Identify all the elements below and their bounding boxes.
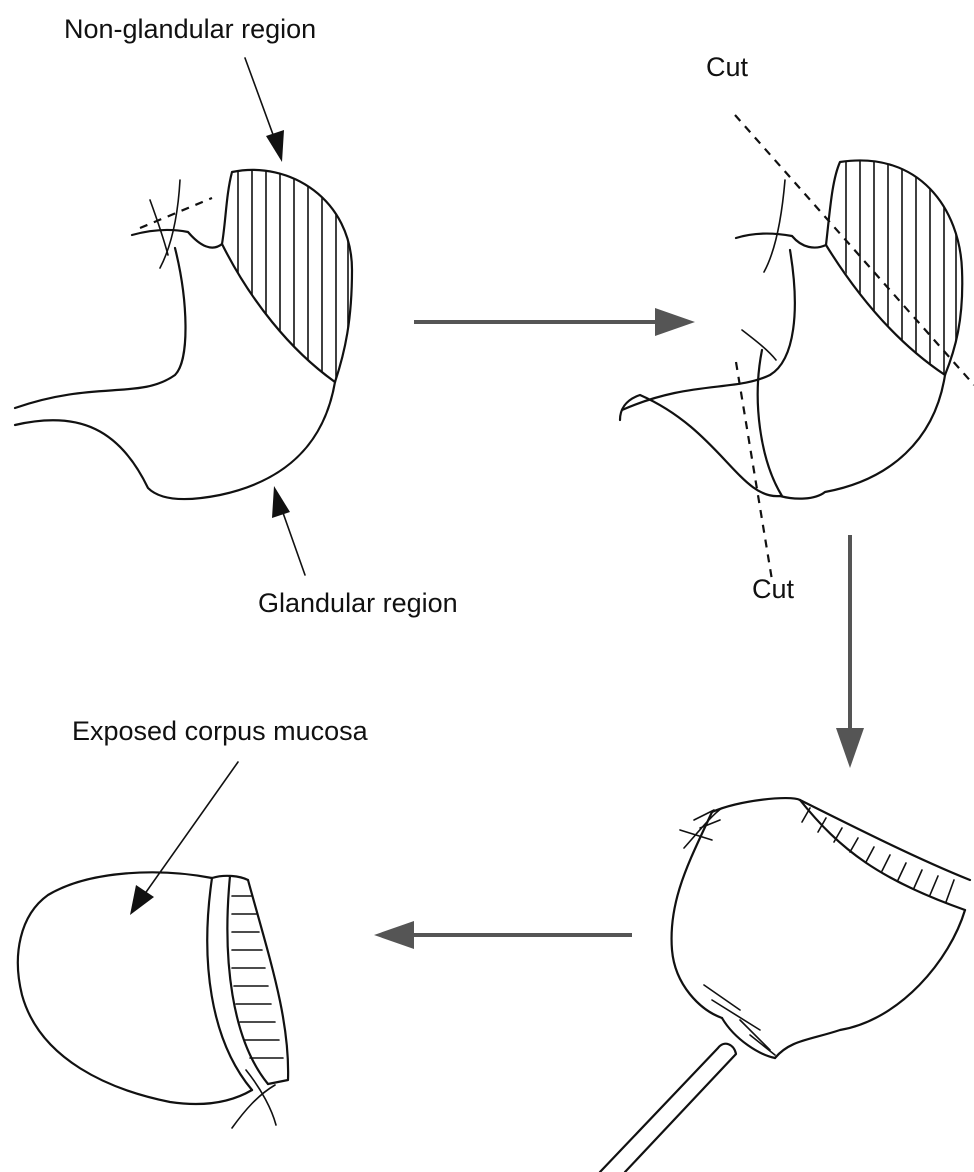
label-non-glandular-region: Non-glandular region [64, 14, 316, 44]
non-glandular-strip [802, 808, 954, 902]
stomach-with-cut-lines [620, 115, 974, 580]
cut-line-upper [735, 115, 974, 385]
label-cut-top: Cut [706, 52, 749, 82]
label-glandular-region: Glandular region [258, 588, 458, 618]
process-arrow-right [414, 308, 695, 336]
pointer-arrow-exposed-mucosa [130, 762, 238, 915]
stomach-opened [600, 798, 970, 1172]
process-arrow-left [374, 921, 632, 949]
pointer-arrow-non-glandular [245, 58, 284, 162]
non-glandular-hatching-2 [846, 140, 956, 400]
stomach-intact [15, 150, 352, 499]
label-exposed-corpus-mucosa: Exposed corpus mucosa [72, 716, 369, 746]
cut-line-lower [736, 362, 772, 580]
label-cut-bottom: Cut [752, 574, 795, 604]
glass-rod [600, 1044, 736, 1172]
stomach-everted [18, 872, 288, 1128]
process-arrow-down [836, 535, 864, 768]
non-glandular-hatching [238, 150, 348, 400]
pointer-arrow-glandular [272, 486, 305, 575]
